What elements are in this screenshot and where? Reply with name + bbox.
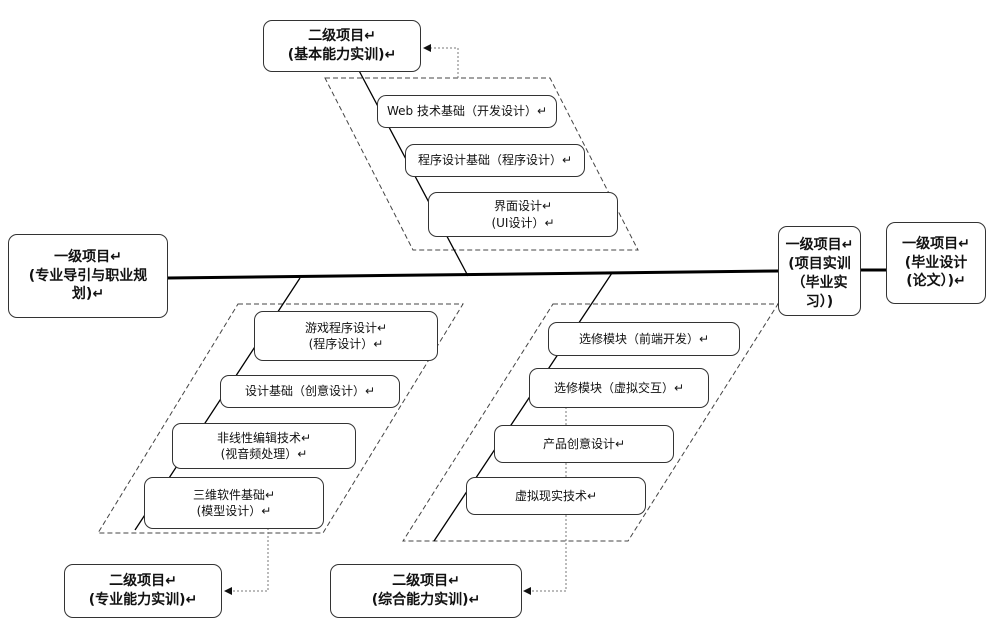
spine-box-line: (论文）)↵ [906, 273, 966, 290]
group-label-line: (综合能力实训)↵ [371, 592, 481, 608]
course-box-line: (模型设计）↵ [196, 504, 272, 518]
course-box-line: 非线性编辑技术↵ [216, 430, 312, 445]
spine-box-project-training: 一级项目↵ (项目实训 （毕业实 习）) [778, 226, 861, 316]
spine-box-line: 一级项目↵ [785, 237, 854, 253]
comprehensive-bone [433, 272, 613, 542]
course-box-line: 设计基础（创意设计）↵ [244, 384, 376, 399]
group-label-line: 二级项目↵ [308, 28, 376, 45]
group-label-line: 二级项目↵ [109, 573, 177, 590]
course-box-programming-basics: 程序设计基础（程序设计）↵ [405, 144, 585, 177]
course-box-game-programming: 游戏程序设计↵ (程序设计）↵ [254, 311, 438, 361]
spine-box-line: 划)↵ [71, 286, 105, 303]
course-box-line: 虚拟现实技术↵ [514, 488, 598, 503]
comprehensive-group-region [402, 303, 779, 542]
course-box-ui-design: 界面设计↵ (UI设计）↵ [428, 192, 618, 237]
course-box-virtual-interaction-elective: 选修模块（虚拟交互）↵ [529, 368, 709, 408]
spine-box-graduation-design: 一级项目↵ (毕业设计 (论文）)↵ [886, 222, 986, 304]
group-label-line: (专业能力实训)↵ [88, 592, 198, 608]
group-label-basic: 二级项目↵ (基本能力实训)↵ [263, 20, 421, 72]
course-box-line: 选修模块（虚拟交互）↵ [553, 380, 685, 395]
course-box-nonlinear-editing: 非线性编辑技术↵ (视音频处理）↵ [172, 423, 356, 469]
spine-box-line: 一级项目↵ [54, 248, 122, 265]
course-box-line: 界面设计↵ [493, 199, 553, 214]
spine-box-line: (项目实训 [788, 255, 851, 272]
group-label-line: 二级项目↵ [392, 573, 460, 590]
course-box-line: 产品创意设计↵ [542, 436, 626, 451]
spine-box-career-guide: 一级项目↵ (专业导引与职业规 划)↵ [8, 234, 168, 318]
professional-connector-arrow [224, 528, 269, 595]
course-box-line: (程序设计）↵ [308, 337, 384, 351]
course-box-line: 游戏程序设计↵ [304, 320, 388, 335]
main-spine [167, 269, 779, 280]
course-box-line: (UI设计）↵ [491, 215, 555, 230]
course-box-3d-software: 三维软件基础↵ (模型设计）↵ [144, 477, 324, 529]
group-label-comprehensive: 二级项目↵ (综合能力实训)↵ [330, 564, 522, 618]
course-box-product-creative-design: 产品创意设计↵ [494, 425, 674, 463]
course-box-design-basics: 设计基础（创意设计）↵ [220, 375, 400, 408]
spine-box-line: 一级项目↵ [902, 235, 970, 252]
course-box-web-basics: Web 技术基础（开发设计）↵ [377, 95, 557, 128]
course-box-line: (视音频处理）↵ [220, 447, 308, 461]
course-box-line: 程序设计基础（程序设计）↵ [417, 153, 573, 168]
course-box-line: 选修模块（前端开发）↵ [578, 331, 710, 346]
spine-box-line: 习）) [805, 293, 834, 310]
spine-box-line: （毕业实 [791, 274, 848, 291]
course-box-vr-technology: 虚拟现实技术↵ [466, 477, 646, 515]
course-box-frontend-elective: 选修模块（前端开发）↵ [548, 322, 740, 356]
basic-group-region [324, 77, 639, 251]
group-label-line: (基本能力实训)↵ [287, 47, 397, 63]
course-box-line: 三维软件基础↵ [192, 487, 276, 502]
spine-box-line: (毕业设计 [904, 254, 968, 271]
course-box-line: Web 技术基础（开发设计）↵ [386, 104, 548, 119]
basic-connector-arrow [423, 44, 459, 78]
spine-box-line: (专业导引与职业规 [28, 267, 148, 284]
group-label-professional: 二级项目↵ (专业能力实训)↵ [64, 564, 222, 618]
